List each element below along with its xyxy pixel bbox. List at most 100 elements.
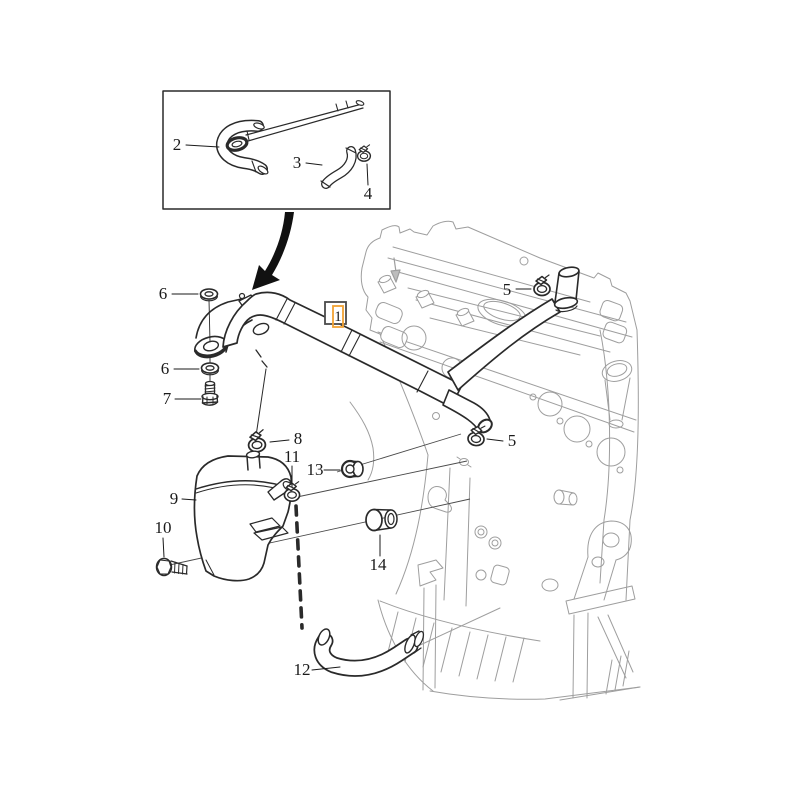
callout-9[interactable]: 9 (170, 489, 197, 508)
callout-2[interactable]: 2 (173, 135, 220, 154)
cover-ridge-1 (392, 246, 591, 303)
svg-text:8: 8 (294, 429, 303, 448)
cover-ridge-3 (397, 271, 633, 338)
callout-4[interactable]: 4 (364, 163, 373, 203)
callout-1[interactable]: 1 (324, 301, 347, 328)
gasket-bolt-1 (529, 393, 537, 401)
gasket-ring-2 (563, 415, 591, 443)
part-5a-clamp (533, 274, 551, 297)
svg-text:4: 4 (364, 184, 373, 203)
svg-text:14: 14 (370, 555, 388, 574)
head-gasket-line-2 (379, 341, 635, 433)
engine-contour-under-hose (349, 401, 375, 481)
block-hole-3 (475, 569, 487, 581)
throttle-cup (601, 360, 633, 382)
mount-bracket (559, 520, 641, 701)
svg-text:13: 13 (307, 460, 324, 479)
block-right-edge (625, 329, 639, 601)
callout-5a[interactable]: 5 (503, 280, 532, 299)
valve-cover-left-edge (360, 267, 381, 335)
part-2-vent-pipe (215, 100, 365, 175)
inset-box (162, 90, 391, 210)
callout-13[interactable]: 13 (307, 460, 341, 479)
callout-7[interactable]: 7 (163, 389, 202, 408)
coil-boss-1 (377, 274, 397, 294)
gasket-ring-3 (596, 437, 626, 467)
part-12-hose (313, 628, 425, 677)
part-6a-washer (199, 288, 219, 302)
gasket-bolt-2 (556, 417, 564, 425)
gasket-ring-1 (537, 391, 563, 417)
callout-6a[interactable]: 6 (159, 284, 199, 303)
callout-8[interactable]: 8 (269, 429, 303, 448)
gasket-bolt-3 (585, 440, 593, 448)
part-7-bolt (201, 380, 219, 406)
throttle-funnel (604, 377, 631, 421)
coil-boss-3 (455, 307, 475, 327)
head-port-1 (375, 302, 403, 324)
svg-text:5: 5 (508, 431, 517, 450)
part-3-hose (320, 146, 357, 189)
featured-parts (155, 90, 580, 677)
cover-ridge-2 (387, 257, 627, 323)
svg-text:11: 11 (284, 447, 300, 466)
throttle-cup-inner (606, 363, 628, 377)
cover-ridge-4 (407, 287, 601, 337)
hose-bottom-port (252, 322, 270, 336)
callout-1-label: 1 (334, 309, 342, 325)
callout-6b[interactable]: 6 (161, 359, 200, 378)
top-connector (553, 266, 580, 313)
block-rib-1 (395, 454, 429, 595)
svg-text:9: 9 (170, 489, 179, 508)
port-solid-leader (255, 368, 267, 437)
callout-1-highlight-box (332, 305, 344, 328)
part-8-clamp (246, 428, 267, 454)
svg-text:12: 12 (294, 660, 311, 679)
head-ring-left (401, 325, 427, 351)
coil-boss-2 (415, 289, 435, 309)
block-right-inner (599, 329, 611, 584)
callout-5b[interactable]: 5 (486, 431, 517, 450)
block-hole-4 (541, 578, 559, 592)
gasket-bolt-4 (616, 466, 624, 474)
block-hole-2i (491, 539, 499, 547)
callout-10[interactable]: 10 (155, 518, 172, 558)
svg-text:6: 6 (161, 359, 170, 378)
block-rib-2 (443, 467, 451, 601)
head-port-2 (380, 326, 408, 348)
head-bolt-b (432, 412, 440, 420)
block-rib-3 (465, 477, 471, 607)
svg-text:6: 6 (159, 284, 168, 303)
block-hole-2 (488, 536, 502, 550)
part-5b-clamp (466, 423, 487, 448)
callout-1-outer-box (324, 301, 347, 325)
valve-cover-outline (361, 220, 638, 331)
callout-3[interactable]: 3 (293, 153, 323, 172)
head-gasket-line-1 (377, 331, 637, 421)
callout-12[interactable]: 12 (294, 660, 341, 679)
oil-filler-cap-inner (483, 300, 521, 322)
port-dash-leader (255, 349, 268, 368)
small-clip (456, 456, 472, 468)
cover-bolt (519, 256, 529, 266)
part-6b-washer (200, 362, 220, 376)
callout-14[interactable]: 14 (370, 534, 388, 574)
callout-11[interactable]: 11 (284, 447, 300, 488)
fitment-arrow-icon (390, 257, 401, 283)
lower-left-chevron (417, 559, 444, 691)
pan-top-edge (379, 600, 541, 642)
block-stud-cylinder (553, 489, 578, 506)
intake-port-2 (602, 321, 628, 344)
svg-text:5: 5 (503, 280, 512, 299)
axis-clamp11-port (296, 460, 468, 498)
svg-text:10: 10 (155, 518, 172, 537)
dashed-assembly-line (294, 504, 304, 630)
part-9-oil-trap (193, 450, 294, 582)
block-hole-1i (477, 528, 485, 536)
part-10-bolt (155, 557, 188, 577)
part-13-grommet (340, 459, 364, 479)
svg-text:2: 2 (173, 135, 182, 154)
svg-text:3: 3 (293, 153, 302, 172)
